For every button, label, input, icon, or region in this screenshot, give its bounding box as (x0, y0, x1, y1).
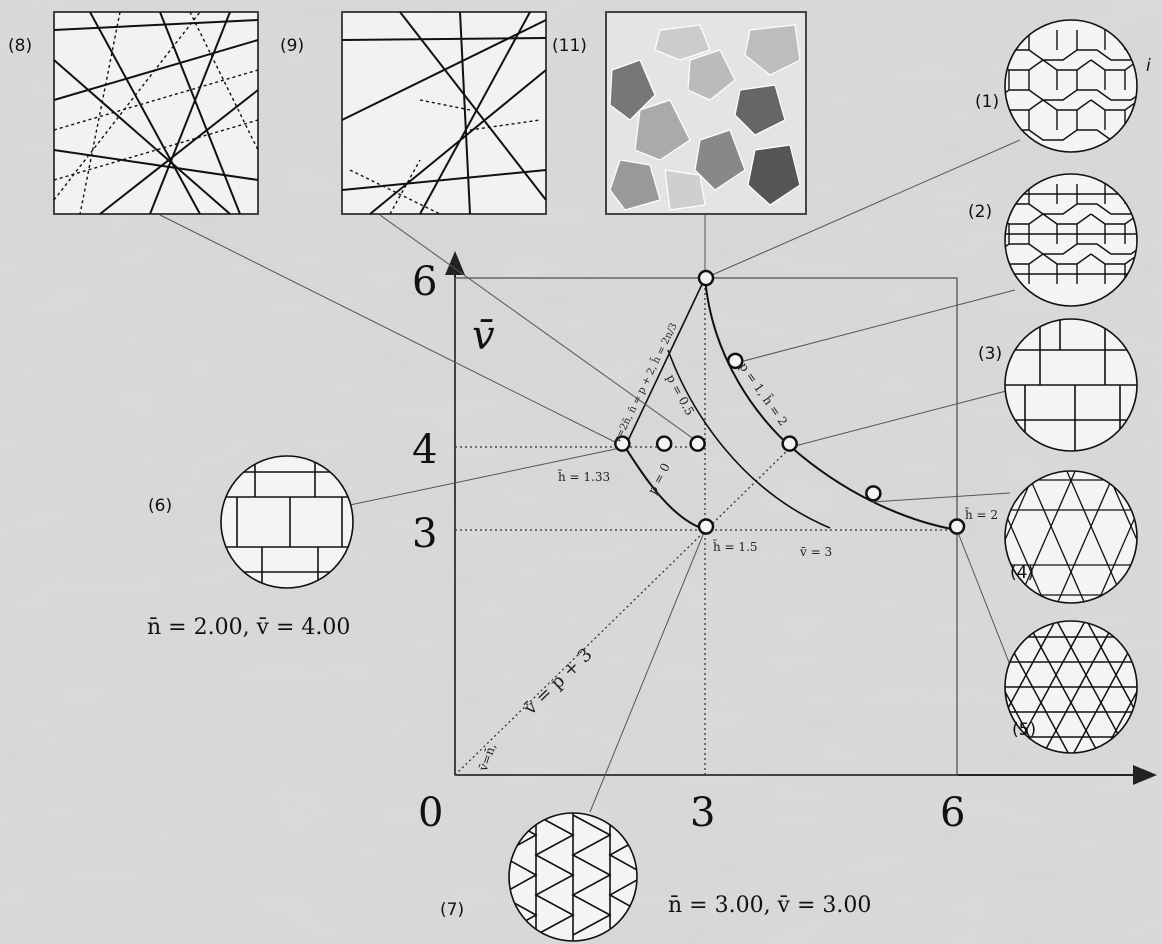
data-point-2 (781, 435, 798, 452)
tiling-1-hexagons (1004, 19, 1138, 153)
tiling-3-squares (1004, 318, 1138, 452)
tiling-4-kagome (1004, 470, 1138, 604)
caption-panel-7: n̄ = 3.00, v̄ = 3.00 (668, 893, 872, 918)
tiling-2-hexagons-split (1004, 173, 1138, 307)
label-panel-1: (1) (975, 92, 1000, 112)
data-point-8 (697, 518, 715, 535)
edge-glyph: i (1146, 56, 1151, 76)
annot-h-1-5: h̄ = 1.5 (713, 540, 758, 554)
tiling-5-triangles (1004, 620, 1138, 754)
data-point-7 (689, 435, 706, 452)
y-tick-6: 6 (412, 259, 438, 305)
panel-9-random-lines (341, 11, 547, 215)
panel-11-grain-texture (605, 11, 807, 215)
label-panel-7: (7) (440, 900, 465, 920)
y-axis-label: v̄ (472, 313, 495, 359)
label-panel-9: (9) (280, 36, 305, 56)
data-point-5 (614, 435, 631, 452)
panel-8-random-lines (53, 11, 259, 215)
annot-v-3: v̄ = 3 (800, 545, 833, 559)
x-tick-3: 3 (690, 790, 716, 836)
data-point-0 (697, 269, 715, 287)
annot-h-1-33: h̄ = 1.33 (558, 470, 611, 484)
tiling-6-bricks (220, 455, 354, 589)
leader-lines (159, 139, 1021, 813)
caption-panel-6: n̄ = 2.00, v̄ = 4.00 (147, 615, 351, 640)
label-panel-11: (11) (552, 36, 587, 56)
annot-h-2: h̄ = 2 (965, 508, 999, 522)
label-panel-6: (6) (148, 496, 173, 516)
label-panel-4: (4) (1010, 563, 1035, 583)
data-point-3 (865, 485, 882, 502)
curves (624, 277, 958, 531)
data-point-6 (655, 435, 673, 452)
label-panel-8: (8) (8, 36, 33, 56)
y-tick-4: 4 (412, 427, 438, 473)
x-tick-6: 6 (940, 790, 966, 836)
y-tick-3: 3 (412, 511, 438, 557)
data-point-4 (948, 518, 966, 535)
data-point-1 (727, 352, 744, 370)
label-panel-3: (3) (978, 344, 1003, 364)
x-tick-0: 0 (418, 790, 444, 836)
label-panel-2: (2) (968, 202, 993, 222)
label-panel-5: (5) (1012, 720, 1037, 740)
data-points (614, 269, 966, 535)
tiling-7-columns-triangles (508, 812, 638, 942)
